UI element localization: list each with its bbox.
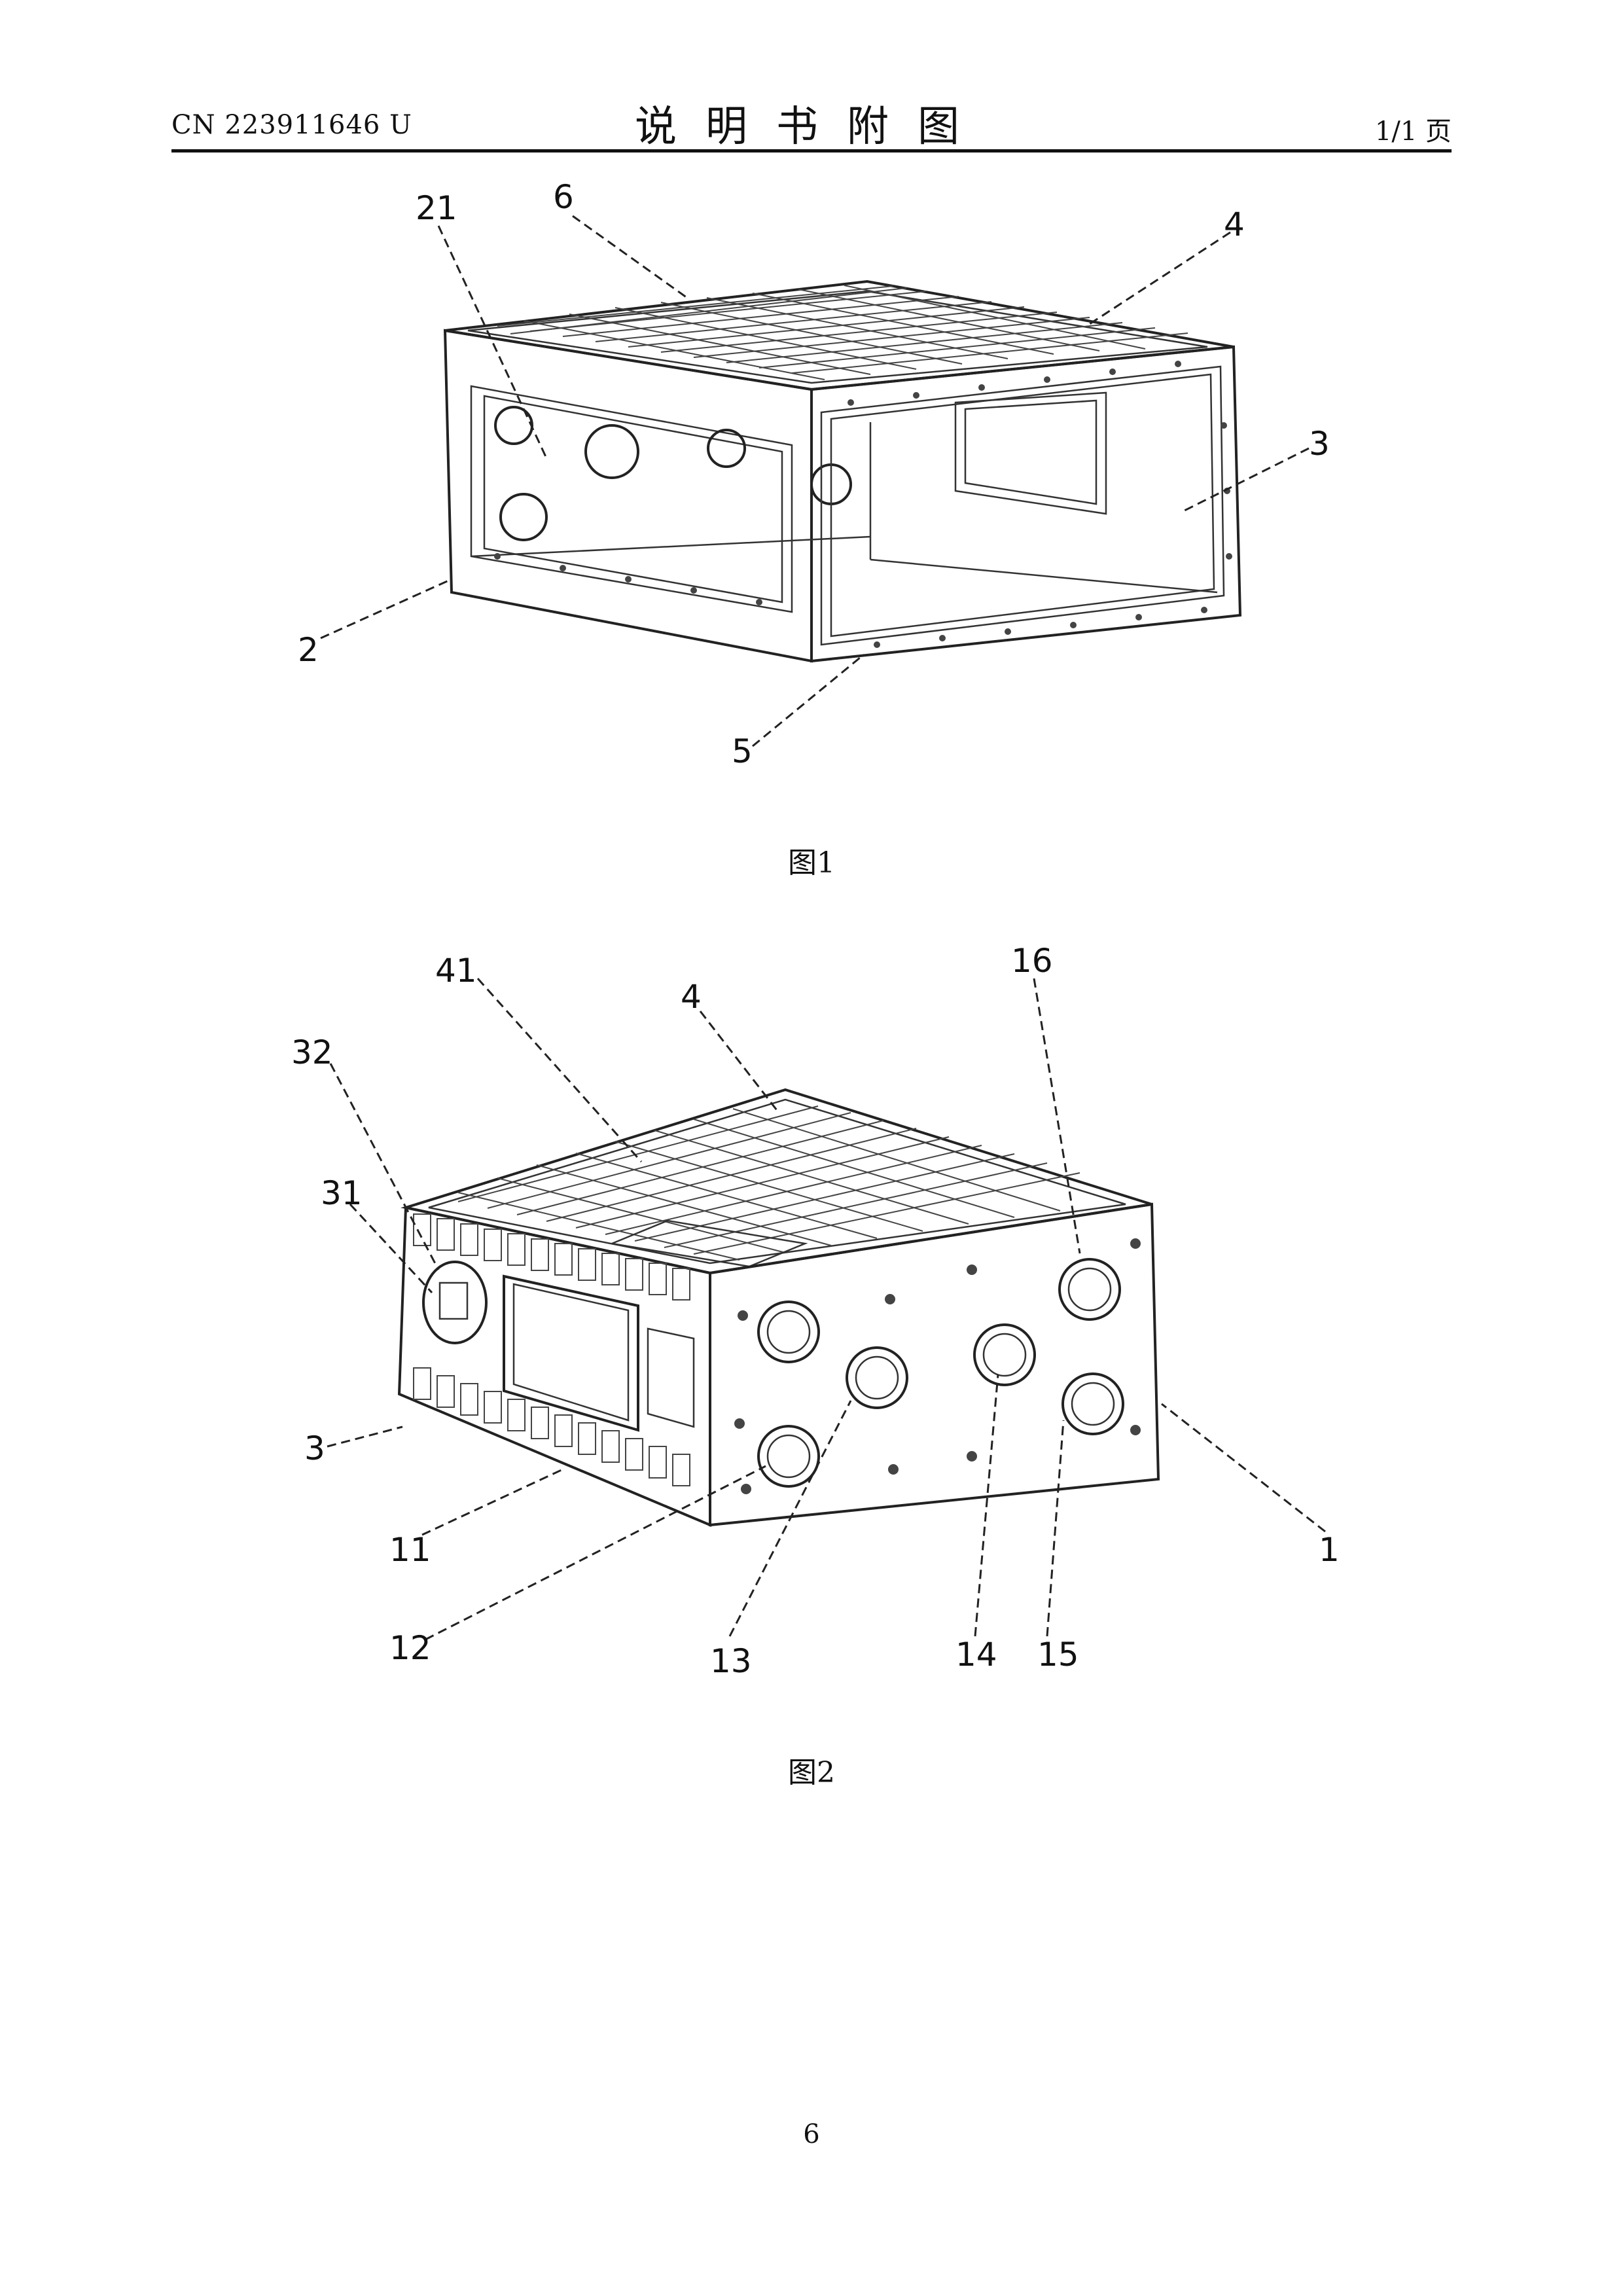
fig2-label-32: 32 (291, 1033, 333, 1071)
fig1-label-4: 4 (1224, 206, 1245, 243)
figure-1-caption: 图1 (0, 839, 1623, 881)
fig1-label-5: 5 (732, 732, 753, 770)
fig2-enclosure (399, 1090, 1158, 1525)
header-rule (171, 149, 1452, 152)
fig2-label-41: 41 (435, 952, 477, 990)
fig1-screws (494, 361, 1232, 648)
fig2-screws (734, 1238, 1141, 1494)
fig2-label-13: 13 (710, 1642, 752, 1680)
fig2-label-31: 31 (321, 1174, 363, 1212)
fig2-label-14: 14 (955, 1636, 997, 1674)
fig1-label-6: 6 (553, 178, 574, 216)
figure-2-caption: 图2 (0, 1749, 1623, 1791)
page-label: 1/1 页 (1375, 110, 1452, 148)
fig1-top-grid (497, 285, 1188, 380)
fig1-label-3: 3 (1309, 425, 1330, 463)
fig2-label-1: 1 (1319, 1531, 1340, 1569)
fig2-label-12: 12 (389, 1629, 431, 1667)
fig1-label-2: 2 (298, 631, 319, 669)
fig2-label-15: 15 (1037, 1636, 1079, 1674)
fig2-connectors (758, 1259, 1123, 1486)
figure-1-drawing: 21 6 4 3 2 5 (0, 170, 1623, 825)
fig2-label-4: 4 (681, 978, 702, 1016)
fig2-label-3: 3 (304, 1429, 325, 1467)
fig2-label-16: 16 (1011, 942, 1053, 980)
figure-2-drawing: 41 4 16 32 31 3 11 12 13 14 15 1 (0, 916, 1623, 1702)
page-number: 6 (0, 2119, 1623, 2149)
fig2-label-11: 11 (389, 1531, 431, 1569)
fig1-label-21: 21 (416, 189, 457, 227)
fig1-enclosure (445, 281, 1240, 661)
